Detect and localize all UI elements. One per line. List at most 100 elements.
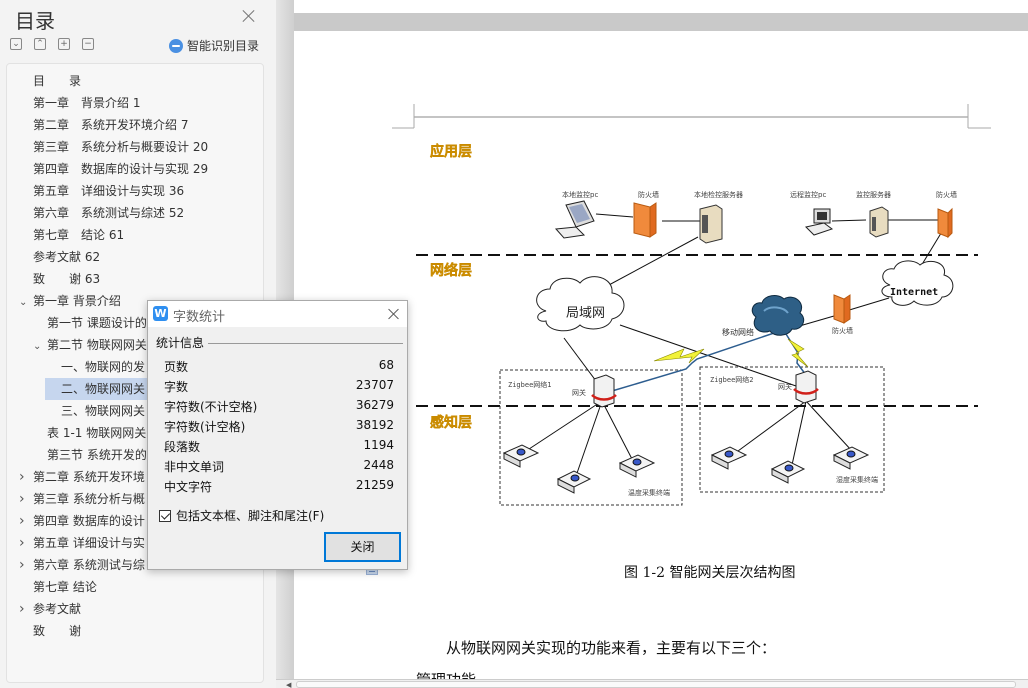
horizontal-scrollbar[interactable]: ◀ — [276, 679, 1028, 688]
toc-item[interactable]: 第三章 系统分析与概要设计 20 — [19, 136, 208, 158]
sensor-terminal-icon — [502, 444, 540, 468]
toc-item[interactable]: 第一节 课题设计的 — [33, 312, 147, 334]
toc-item-label: 表 1-1 物联网网关 — [47, 426, 147, 440]
zigbee-network-1-box — [499, 369, 683, 506]
toc-item-label: 第六章 系统测试与综 — [33, 558, 145, 572]
toc-item[interactable]: 致 谢 — [19, 620, 81, 642]
toc-item-label: 第五章 详细设计与实 — [33, 536, 145, 550]
toc-item-label: 第七章 结论 — [33, 580, 97, 594]
chevron-right-icon[interactable]: › — [19, 491, 25, 507]
chevron-right-icon[interactable]: › — [19, 535, 25, 551]
toc-item-label: 第一章 背景介绍 — [33, 294, 121, 308]
toc-item[interactable]: 三、物联网网关 — [47, 400, 145, 422]
expand-all-button[interactable]: ⌄ — [10, 38, 22, 50]
monitor-server-label: 监控服务器 — [856, 190, 891, 199]
toc-item[interactable]: 第七章 结论 — [19, 576, 97, 598]
wireless-link-1 — [611, 330, 781, 392]
mobile-network-label: 移动网络 — [722, 327, 754, 337]
toc-item[interactable]: ›参考文献 — [19, 598, 81, 620]
toc-item-label: 第六章 系统测试与综述 52 — [33, 206, 185, 220]
close-icon[interactable] — [242, 9, 256, 23]
bullet-item: 管理功能 — [416, 669, 476, 679]
chevron-right-icon[interactable]: › — [19, 557, 25, 573]
scroll-left-icon[interactable]: ◀ — [286, 681, 292, 688]
zigbee-2-label: Zigbee网络2 — [710, 375, 754, 384]
server-icon — [699, 204, 723, 244]
toc-item[interactable]: 第六章 系统测试与综述 52 — [19, 202, 184, 224]
document-page: 应用层 网络层 感知层 — [294, 31, 1028, 679]
add-level-button[interactable]: + — [58, 38, 70, 50]
chevron-right-icon[interactable]: › — [19, 601, 25, 617]
toc-item[interactable]: ›第三章 系统分析与概 — [19, 488, 145, 510]
stat-label: 非中文单词 — [164, 460, 225, 474]
stat-row: 字符数(不计空格) 36279 — [164, 398, 394, 418]
include-textbox-checkbox[interactable]: 包括文本框、脚注和尾注(F) — [159, 507, 324, 524]
stat-label: 段落数 — [164, 440, 201, 454]
toc-item-label: 第二章 系统开发环境介绍 7 — [33, 118, 189, 132]
toc-item[interactable]: 第五章 详细设计与实现 36 — [19, 180, 184, 202]
toc-item[interactable]: 第二章 系统开发环境介绍 7 — [19, 114, 188, 136]
group-label: 统计信息 — [156, 334, 208, 351]
toc-item[interactable]: 致 谢 63 — [19, 268, 100, 290]
toc-item[interactable]: 第四章 数据库的设计与实现 29 — [19, 158, 208, 180]
toc-item-label: 第三章 系统分析与概要设计 20 — [33, 140, 209, 154]
smart-toc-button[interactable]: 智能识别目录 — [169, 37, 259, 54]
server-icon — [869, 206, 889, 238]
toc-item[interactable]: 目 录 — [19, 70, 81, 92]
close-button[interactable]: 关闭 — [324, 532, 401, 562]
scrollbar-thumb[interactable] — [296, 681, 1016, 688]
toc-item-label: 第七章 结论 61 — [33, 228, 125, 242]
page-break — [294, 13, 1028, 31]
toc-item-label: 三、物联网网关 — [61, 404, 146, 418]
chevron-down-icon[interactable]: ⌄ — [19, 297, 28, 308]
layer-label-network: 网络层 — [430, 262, 472, 279]
toc-item[interactable]: ⌄ 第二节 物联网网关 — [33, 334, 147, 356]
stat-value: 36279 — [355, 398, 394, 412]
collapse-all-button[interactable]: ⌃ — [34, 38, 46, 50]
toc-item-label: 致 谢 — [33, 624, 82, 638]
firewall-icon — [633, 202, 657, 238]
toc-item-label: 第二章 系统开发环境 — [33, 470, 145, 484]
toc-item[interactable]: 参考文献 62 — [19, 246, 100, 268]
toc-item[interactable]: 表 1-1 物联网网关 — [33, 422, 146, 444]
toc-item[interactable]: 第七章 结论 61 — [19, 224, 124, 246]
remove-level-button[interactable]: − — [82, 38, 94, 50]
firewall-label: 防火墙 — [638, 190, 659, 199]
wps-logo-icon: W — [153, 306, 168, 321]
toc-item[interactable]: 一、物联网的发 — [47, 356, 145, 378]
toc-item-label: 第一章 背景介绍 1 — [33, 96, 141, 110]
zigbee-network-2-box — [699, 366, 885, 493]
firewall-icon — [937, 207, 953, 239]
toc-item[interactable]: › 第二章 系统开发环境 — [19, 466, 145, 488]
dialog-titlebar[interactable]: W 字数统计 — [148, 301, 407, 327]
internet-label: Internet — [890, 287, 938, 298]
toc-item[interactable]: 第三节 系统开发的 — [33, 444, 147, 466]
internet-cloud-icon — [881, 260, 954, 306]
toc-item-label: 第三节 系统开发的 — [47, 448, 147, 462]
smart-recognize-icon — [169, 38, 183, 53]
stat-value: 1194 — [363, 438, 394, 452]
toc-item[interactable]: › 第五章 详细设计与实 — [19, 532, 145, 554]
toc-item-label: 参考文献 62 — [33, 250, 101, 264]
toc-item-label: 第二节 物联网网关 — [47, 338, 147, 352]
firewall-icon — [833, 294, 851, 324]
link-server-lan — [593, 236, 699, 294]
toc-item[interactable]: ›第四章 数据库的设计 — [19, 510, 145, 532]
chevron-down-icon[interactable]: ⌄ — [33, 341, 42, 352]
chevron-right-icon[interactable]: › — [19, 469, 25, 485]
close-icon[interactable] — [388, 308, 400, 320]
toc-item-label: 目 录 — [33, 74, 82, 88]
toc-item-selected[interactable]: 二、物联网网关 — [47, 378, 145, 400]
toc-item[interactable]: › 第六章 系统测试与综 — [19, 554, 145, 576]
toc-item[interactable]: 第一章 背景介绍 1 — [19, 92, 140, 114]
link-gw1-t2 — [575, 400, 603, 477]
chevron-right-icon[interactable]: › — [19, 513, 25, 529]
checkbox-checked-icon[interactable] — [159, 509, 171, 522]
stat-label: 字符数(不计空格) — [164, 400, 258, 414]
toc-item[interactable]: ⌄ 第一章 背景介绍 — [19, 290, 121, 312]
gateway-hierarchy-diagram: 应用层 网络层 感知层 — [392, 104, 991, 506]
humidity-terminal-label: 湿度采集终端 — [836, 475, 878, 484]
